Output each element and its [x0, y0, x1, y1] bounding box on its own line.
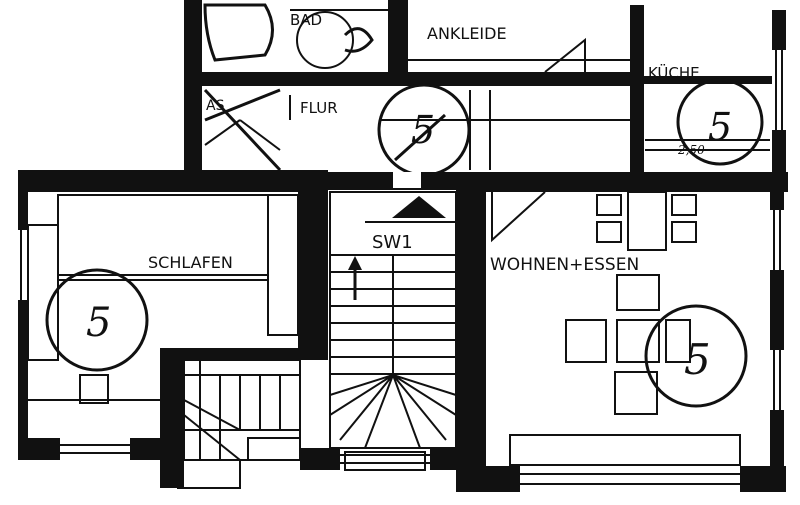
marker-kueche: 5 — [708, 105, 732, 149]
room-label-stairs: SW1 — [372, 232, 413, 253]
wall-bad-ankleide — [388, 0, 408, 80]
room-label-flur: FLUR — [300, 99, 338, 117]
wall-ankleide-kueche — [630, 5, 644, 175]
wall-upper-left — [184, 0, 202, 185]
schlafen-fixtures — [27, 194, 299, 404]
wall-top-wohnen — [458, 172, 788, 192]
windows — [18, 50, 786, 492]
wohnen-marker-circle — [644, 304, 748, 408]
sideboard — [509, 434, 741, 466]
wall-top-schlafen — [18, 170, 328, 192]
coffee-table — [616, 319, 660, 363]
small-stair — [177, 359, 301, 489]
wall-schlafen-stairs — [298, 180, 328, 360]
main-stairs — [329, 191, 457, 471]
room-label-wohnen: WOHNEN+ESSEN — [490, 255, 639, 275]
room-labels: BAD ANKLEIDE KÜCHE AS FLUR SCHLAFEN SW1 … — [148, 11, 700, 275]
room-label-ankleide: ANKLEIDE — [427, 24, 507, 43]
stairs-direction-arrow — [392, 196, 446, 218]
kitchen-fixtures — [645, 78, 770, 166]
kitchen-marker-circle — [676, 78, 764, 166]
room-label-schlafen: SCHLAFEN — [148, 253, 233, 272]
flur-marker-circle — [377, 83, 471, 177]
room-label-bad: BAD — [290, 11, 322, 29]
wall-small-stair-top — [160, 348, 300, 360]
room-label-kueche: KÜCHE — [648, 63, 700, 82]
schlafen-marker-circle — [45, 268, 149, 372]
marker-kueche-dimension: 2,50 — [677, 143, 705, 157]
bath-fixtures — [203, 3, 388, 69]
flur-fixtures — [203, 83, 630, 188]
dining-table — [627, 191, 667, 251]
wohnen-fixtures — [491, 191, 748, 466]
wall-small-stair-left — [160, 348, 184, 488]
wall-left — [18, 180, 28, 460]
marker-numbers: 5 5 2,50 5 5 — [86, 105, 732, 384]
wall-stairs-wohnen — [456, 180, 486, 480]
wall-under-bad — [200, 72, 640, 86]
ankleide-fixtures — [408, 37, 630, 73]
room-label-gas: AS — [206, 98, 225, 114]
marker-flur: 5 — [411, 108, 435, 152]
marker-wohnen: 5 — [684, 335, 711, 384]
wardrobe — [267, 194, 299, 336]
marker-schlafen: 5 — [86, 300, 111, 346]
